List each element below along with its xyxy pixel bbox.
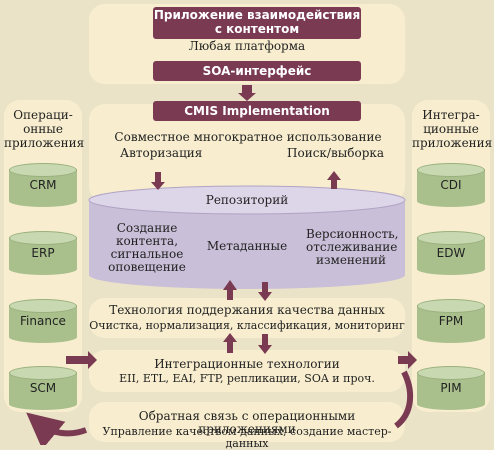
crm-label: CRM <box>29 178 57 192</box>
content-creation-label: Создание контента, сигнальное оповещение <box>108 221 186 274</box>
feedback-panel <box>89 402 405 442</box>
finance-cylinder: Finance <box>9 299 77 343</box>
authorization-label: Авторизация <box>120 146 203 160</box>
fpm-label: FPM <box>438 314 464 328</box>
content-app-title: Приложение взаимодействия с контентом <box>153 8 361 36</box>
integration-title: Интеграционные технологии <box>154 357 340 371</box>
scm-cylinder: SCM <box>9 366 77 410</box>
scm-label: SCM <box>29 381 57 395</box>
edw-cylinder: EDW <box>417 231 485 275</box>
search-label: Поиск/выборка <box>287 146 385 160</box>
quality-subtitle: Очистка, нормализация, классификация, мо… <box>89 319 405 332</box>
fpm-cylinder: FPM <box>417 299 485 343</box>
finance-label: Finance <box>20 314 66 328</box>
feedback-loop-arrow <box>394 370 414 429</box>
soa-interface-bar: SOA-интерфейс <box>153 61 361 81</box>
soa-interface-label: SOA-интерфейс <box>202 64 312 78</box>
repository-title: Репозиторий <box>205 193 289 207</box>
metadata-label: Метаданные <box>206 239 288 253</box>
crm-cylinder: CRM <box>9 163 77 207</box>
pim-cylinder: PIM <box>417 366 485 410</box>
cmis-bar: CMIS Implementation <box>153 101 361 121</box>
versioning-label: Версионность, отслеживание изменений <box>306 227 399 267</box>
quality-panel <box>89 298 405 338</box>
cdi-cylinder: CDI <box>417 163 485 207</box>
cdi-label: CDI <box>440 178 462 192</box>
shared-use-label: Совместное многократное использование <box>114 130 382 144</box>
integration-panel <box>89 350 405 392</box>
feedback-title: Обратная связь с операционными приложени… <box>138 409 356 436</box>
integration-subtitle: EII, ETL, EAI, FTP, репликации, SOA и пр… <box>119 372 375 385</box>
erp-cylinder: ERP <box>9 231 77 275</box>
cmis-label: CMIS Implementation <box>184 104 330 118</box>
content-app-bar: Приложение взаимодействия с контентом <box>153 7 361 39</box>
any-platform-label: Любая платформа <box>188 39 306 53</box>
erp-label: ERP <box>31 246 55 260</box>
edw-label: EDW <box>436 246 466 260</box>
pim-label: PIM <box>440 381 462 395</box>
quality-title: Технология поддержания качества данных <box>109 303 385 317</box>
connector-arrows <box>66 85 417 369</box>
